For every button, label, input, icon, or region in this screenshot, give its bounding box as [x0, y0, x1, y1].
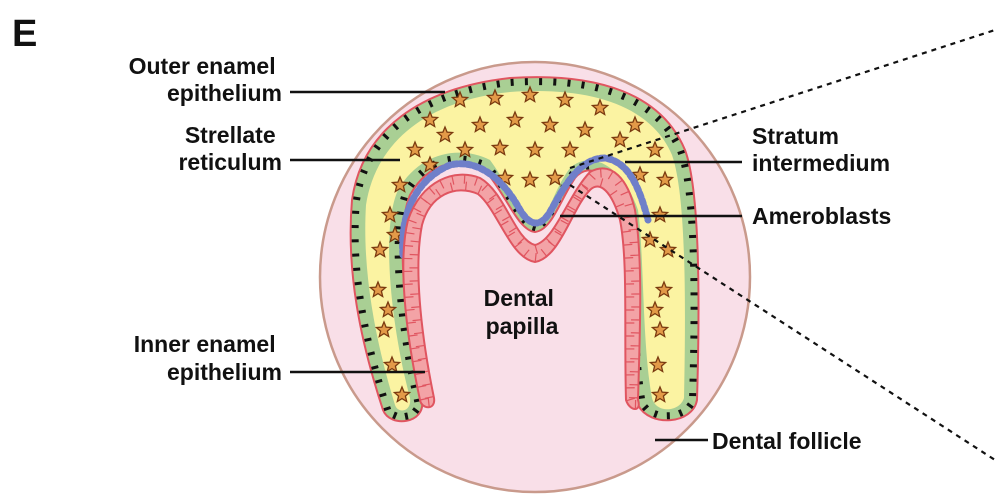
epithelium-tick — [396, 286, 403, 287]
label-inner-enamel-line1: Inner enamel — [134, 331, 276, 357]
epithelium-tick — [470, 86, 472, 93]
ameloblast-stripe — [411, 307, 420, 308]
epithelium-tick — [498, 81, 499, 88]
label-papilla-line2: papilla — [486, 313, 559, 339]
label-ameroblasts: Ameroblasts — [752, 203, 891, 229]
epithelium-tick — [609, 88, 611, 95]
label-stratum-line2: intermedium — [752, 150, 890, 176]
epithelium-tick — [681, 165, 688, 167]
epithelium-tick — [355, 283, 362, 284]
epithelium-tick — [569, 80, 570, 87]
epithelium-tick — [397, 300, 404, 301]
epithelium-tick — [359, 311, 366, 312]
ameloblast-stripe — [410, 294, 419, 295]
epithelium-tick — [484, 83, 485, 90]
epithelium-tick — [596, 84, 598, 91]
epithelium-tick — [384, 408, 391, 410]
ameloblast-stripe — [601, 169, 602, 178]
epithelium-tick — [687, 208, 694, 209]
ameloblast-stripe — [623, 244, 632, 245]
label-stratum-intermedium: Stratum intermedium — [752, 123, 890, 176]
label-outer-enamel-epithelium: Outer enamel epithelium — [129, 53, 282, 106]
epithelium-tick — [356, 184, 363, 186]
epithelium-tick — [362, 325, 369, 326]
epithelium-tick — [368, 353, 375, 355]
epithelium-tick — [353, 198, 360, 199]
ameloblast-stripe — [405, 297, 414, 298]
label-papilla-line1: Dental — [484, 285, 554, 311]
ameloblast-stripe — [404, 245, 413, 246]
epithelium-tick — [399, 315, 406, 316]
label-strellate-reticulum: Strellate reticulum — [178, 122, 282, 175]
epithelium-tick — [353, 269, 360, 270]
panel-letter: E — [12, 13, 37, 55]
epithelium-tick — [375, 380, 382, 382]
epithelium-tick — [684, 179, 691, 180]
ameloblast-stripe — [464, 175, 465, 184]
epithelium-tick — [401, 329, 408, 330]
epithelium-tick — [380, 394, 387, 396]
epithelium-tick — [456, 90, 458, 97]
label-strellate-line1: Strellate — [185, 122, 276, 148]
epithelium-tick — [365, 339, 372, 341]
epithelium-tick — [686, 193, 693, 194]
label-stratum-line1: Stratum — [752, 123, 839, 149]
label-dental-follicle: Dental follicle — [712, 428, 862, 454]
label-inner-enamel-line2: epithelium — [167, 359, 282, 385]
epithelium-tick — [582, 82, 583, 89]
epithelium-tick — [406, 413, 407, 420]
epithelium-tick — [401, 198, 408, 200]
epithelium-tick — [372, 367, 379, 369]
label-strellate-line2: reticulum — [178, 149, 282, 175]
ameloblast-stripe — [630, 242, 639, 243]
label-outer-enamel-line2: epithelium — [167, 80, 282, 106]
label-outer-enamel-line1: Outer enamel — [129, 53, 276, 79]
epithelium-tick — [357, 297, 364, 298]
label-inner-enamel-epithelium: Inner enamel epithelium — [134, 331, 282, 385]
ameloblast-stripe — [411, 241, 420, 242]
